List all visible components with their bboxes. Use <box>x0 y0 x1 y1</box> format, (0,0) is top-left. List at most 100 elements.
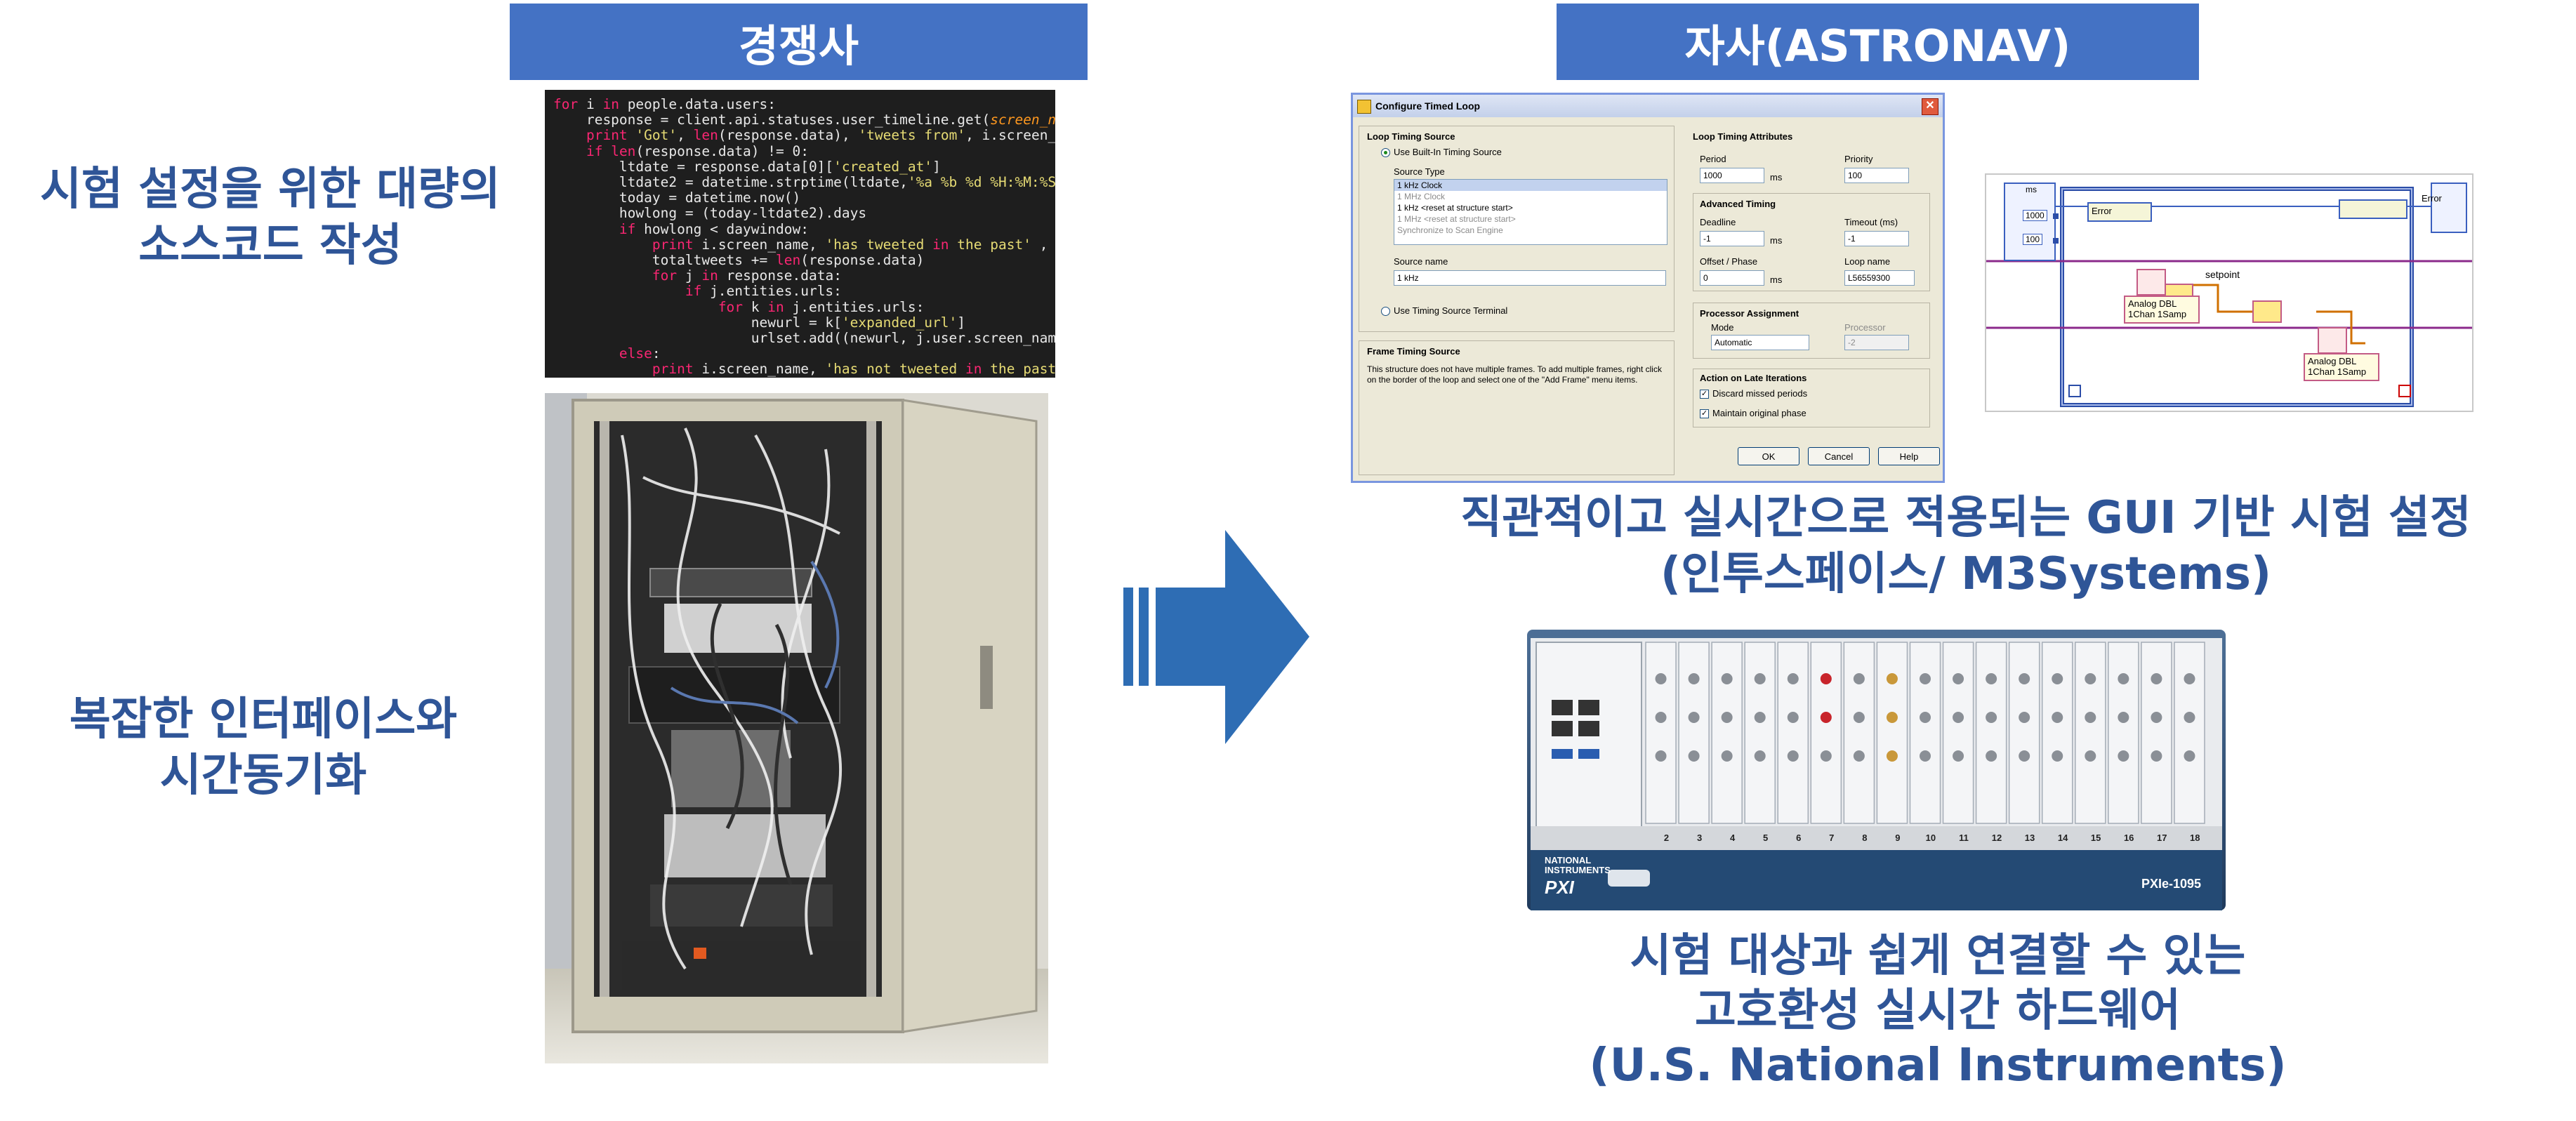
module-slot <box>1810 642 1842 824</box>
connector <box>2052 750 2063 762</box>
module-slot <box>2008 642 2040 824</box>
connector <box>2019 673 2030 684</box>
timeout-field[interactable]: -1 <box>1844 231 1909 246</box>
connector <box>2184 712 2195 723</box>
processor-assignment-group <box>1693 303 1930 359</box>
loop-name-field[interactable]: L56559300 <box>1844 270 1915 286</box>
labview-icon <box>1357 100 1371 114</box>
module-slot <box>1876 642 1908 824</box>
help-button[interactable]: Help <box>1878 447 1940 465</box>
priority-field[interactable]: 100 <box>1844 168 1909 183</box>
period-constant: 1000 <box>2023 210 2047 221</box>
module-slot <box>1744 642 1776 824</box>
slot-number: 4 <box>1730 833 1736 843</box>
frame-timing-source-label: Frame Timing Source <box>1367 346 1460 357</box>
connector <box>1820 712 1832 723</box>
company-header: 자사(ASTRONAV) <box>1557 4 2199 80</box>
code-line: if j.entities.urls: <box>685 283 842 300</box>
advanced-timing-label: Advanced Timing <box>1700 199 1776 209</box>
connector <box>2019 750 2030 762</box>
module-slot <box>1645 642 1677 824</box>
connector <box>2019 712 2030 723</box>
ni-brand: NATIONAL INSTRUMENTS <box>1545 855 1611 875</box>
pxi-logo: PXI <box>1545 877 1574 898</box>
connector <box>1655 712 1667 723</box>
code-line: ltdate = response.data[0]['created_at'] <box>553 158 941 175</box>
source-name-field[interactable]: 1 kHz <box>1394 270 1666 286</box>
list-item[interactable]: Synchronize to Scan Engine <box>1397 225 1503 235</box>
daq-read-node: Analog DBL 1Chan 1Samp <box>2124 296 2200 324</box>
ms-label: ms <box>2026 185 2037 194</box>
cancel-button[interactable]: Cancel <box>1808 447 1870 465</box>
module-slot <box>2108 642 2139 824</box>
list-item[interactable]: 1 kHz Clock <box>1394 180 1667 191</box>
close-icon[interactable]: ✕ <box>1922 98 1938 115</box>
list-item[interactable]: 1 MHz <reset at structure start> <box>1397 214 1516 224</box>
wiring-diagram <box>1986 183 2472 407</box>
code-line: howlong = (today-ltdate2).days <box>553 205 867 222</box>
slot-number: 13 <box>2024 833 2035 843</box>
code-line: today = datetime.now() <box>553 190 801 206</box>
connector <box>2118 673 2129 684</box>
code-line: ltdate2 = datetime.strptime(ltdate,'%a %… <box>553 174 1055 191</box>
module-slot <box>1975 642 2007 824</box>
connector <box>1920 673 1931 684</box>
code-line: print 'Got', len(response.data), 'tweets… <box>586 127 1055 144</box>
connector <box>2184 673 2195 684</box>
deadline-field[interactable]: -1 <box>1700 231 1764 246</box>
mode-label: Mode <box>1711 322 1734 333</box>
gui-caption-line1: 직관적이고 실시간으로 적용되는 GUI 기반 시험 설정 <box>1460 492 2471 544</box>
module-slot <box>2041 642 2073 824</box>
code-line: for j in response.data: <box>652 267 842 284</box>
period-field[interactable]: 1000 <box>1700 168 1764 183</box>
module-slot <box>1942 642 1974 824</box>
code-line: for k in j.entities.urls: <box>718 298 925 315</box>
slot-number: 6 <box>1796 833 1802 843</box>
right-arrow <box>1123 530 1309 744</box>
connector <box>1886 673 1898 684</box>
connector <box>1655 673 1667 684</box>
code-line: response = client.api.statuses.user_time… <box>553 112 1055 128</box>
offset-unit: ms <box>1770 274 1783 285</box>
connector <box>2118 750 2129 762</box>
connector <box>1986 712 1997 723</box>
slot-number: 8 <box>1862 833 1868 843</box>
connector <box>1721 750 1733 762</box>
connector <box>2151 673 2162 684</box>
source-type-list[interactable]: 1 kHz Clock 1 MHz Clock 1 kHz <reset at … <box>1394 179 1667 245</box>
offset-field[interactable]: 0 <box>1700 270 1764 286</box>
slot-number: 9 <box>1895 833 1901 843</box>
labview-block-diagram: ms 1000 100 Error Error setpoint Analog … <box>1985 173 2473 412</box>
maintain-checkbox[interactable]: ✓ <box>1700 409 1709 418</box>
connector <box>1688 712 1700 723</box>
slot-number: 10 <box>1925 833 1936 843</box>
processor-field[interactable]: -2 <box>1844 335 1909 350</box>
connector <box>1920 750 1931 762</box>
terminal-source-radio[interactable] <box>1381 307 1390 316</box>
configure-timed-loop-dialog: Configure Timed Loop ✕ Loop Timing Sourc… <box>1351 93 1945 483</box>
discard-checkbox[interactable]: ✓ <box>1700 390 1709 399</box>
deadline-label: Deadline <box>1700 217 1736 227</box>
list-item[interactable]: 1 kHz <reset at structure start> <box>1397 203 1513 213</box>
connector <box>1787 673 1799 684</box>
module-slot <box>2141 642 2172 824</box>
connector <box>1820 673 1832 684</box>
error-out-label: Error <box>2422 193 2442 204</box>
priority-label: Priority <box>1844 154 1873 164</box>
slot-number: 14 <box>2057 833 2068 843</box>
ok-button[interactable]: OK <box>1738 447 1799 465</box>
list-item[interactable]: 1 MHz Clock <box>1397 192 1446 201</box>
connector <box>1721 673 1733 684</box>
source-name-label: Source name <box>1394 256 1448 267</box>
connector <box>1986 673 1997 684</box>
slot-number: 2 <box>1663 833 1670 843</box>
loop-timing-source-group <box>1359 126 1675 332</box>
builtin-source-radio[interactable] <box>1381 148 1390 157</box>
dialog-titlebar: Configure Timed Loop ✕ <box>1353 95 1943 117</box>
connector <box>2052 673 2063 684</box>
module-slot <box>1843 642 1875 824</box>
code-description: 시험 설정을 위한 대량의 소스코드 작성 <box>40 164 501 272</box>
mode-select[interactable]: Automatic <box>1711 335 1809 350</box>
